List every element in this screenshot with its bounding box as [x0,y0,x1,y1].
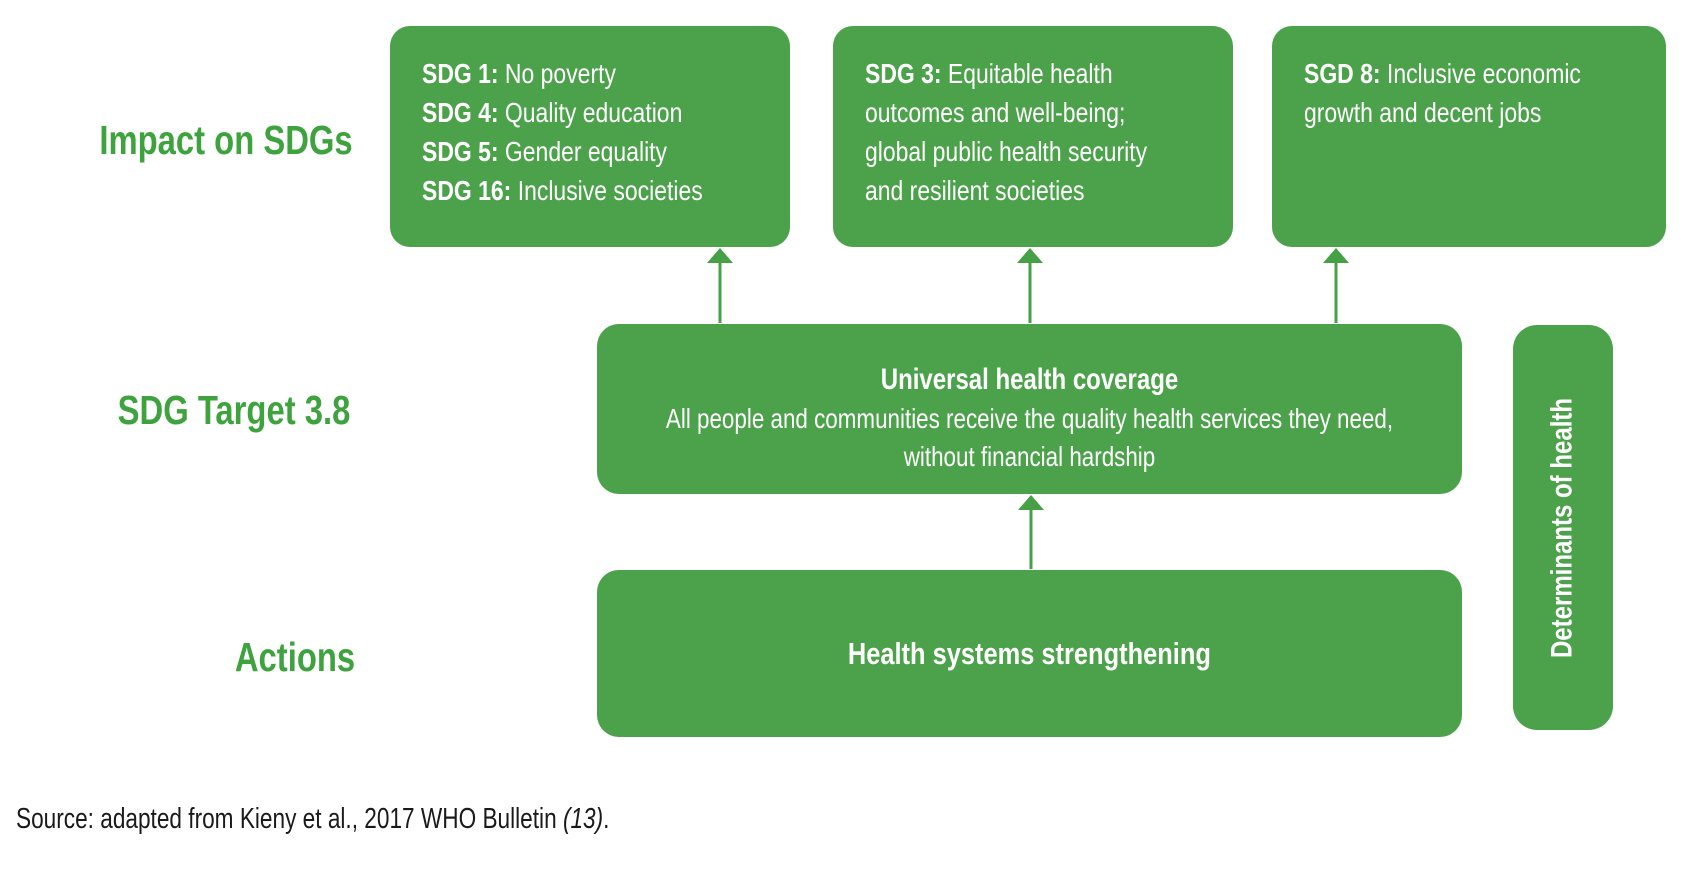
impact-box-sdg-3: SDG 3: Equitable health outcomes and wel… [833,26,1233,247]
impact-box-text: SDG 3: Equitable health outcomes and wel… [865,54,1148,210]
sdg-line-text: Quality education [498,97,683,128]
arrowhead [1323,248,1349,263]
sdg-line-text: outcomes and well-being; [865,97,1126,128]
arrowhead [707,248,733,263]
sdg-line-label: SDG 3: [865,58,942,89]
row-label-sdg-target-3-8: SDG Target 3.8 [117,387,351,433]
sdg-line: global public health security [865,132,1148,171]
sdg-line-label: SDG 5: [422,136,499,167]
hss-title: Health systems strengthening [847,635,1212,671]
sdg-line: SDG 5: Gender equality [422,132,701,171]
health-systems-strengthening-box: Health systems strengthening [597,570,1462,737]
determinants-title: Determinants of health [1546,397,1579,658]
impact-box-text: SGD 8: Inclusive economic growth and dec… [1304,54,1581,132]
sdg-line: SDG 1: No poverty [422,54,701,93]
sdg-line-text: Gender equality [498,136,668,167]
sdg-line-text: global public health security [865,136,1148,167]
impact-box-text: SDG 1: No poverty SDG 4: Quality educati… [422,54,703,210]
source-period: . [603,803,610,835]
sdg-line: growth and decent jobs [1304,93,1578,132]
sdg-line: SDG 3: Equitable health [865,54,1144,93]
uhc-box-text: Universal health coverage All people and… [666,360,1393,476]
arrow-up-icon [1016,495,1046,569]
arrowhead [1017,248,1043,263]
row-label-actions: Actions [234,634,356,680]
arrow-up-icon [1015,248,1045,323]
source-ref-number: (13) [562,803,604,835]
impact-box-sdg-1-4-5-16: SDG 1: No poverty SDG 4: Quality educati… [390,26,790,247]
sdg-line: outcomes and well-being; [865,93,1144,132]
sdg-line-text: No poverty [498,58,616,89]
sdg-line-text: growth and decent jobs [1304,97,1542,128]
arrow-up-icon [1321,248,1351,323]
sdg-line-text: Inclusive societies [511,175,703,206]
sdg-line-label: SDG 4: [422,97,499,128]
sdg-line: SDG 4: Quality education [422,93,701,132]
sdg-line-label: SGD 8: [1304,58,1381,89]
sdg-line-label: SDG 1: [422,58,499,89]
universal-health-coverage-box: Universal health coverage All people and… [597,324,1462,494]
source-citation: Source: adapted from Kieny et al., 2017 … [16,800,609,838]
arrow-up-icon [705,248,735,323]
arrow-stem [1029,508,1033,569]
sdg-line: and resilient societies [865,171,1144,210]
row-label-impact-on-sdgs: Impact on SDGs [99,117,353,163]
impact-box-sgd-8: SGD 8: Inclusive economic growth and dec… [1272,26,1666,247]
sdg-line-text: Inclusive economic [1380,58,1581,89]
determinants-of-health-box: Determinants of health [1513,325,1613,730]
uhc-title: Universal health coverage [880,363,1179,396]
sdg-line-label: SDG 16: [422,175,512,206]
sdg-line: SDG 16: Inclusive societies [422,171,703,210]
arrow-stem [718,261,722,323]
sdg-line-text: Equitable health [941,58,1113,89]
sdg-line-text: and resilient societies [865,175,1085,206]
sdg-line: SGD 8: Inclusive economic [1304,54,1581,93]
uhc-body-line: All people and communities receive the q… [665,403,1394,434]
arrow-stem [1334,261,1338,323]
source-text: Source: adapted from Kieny et al., 2017 … [16,803,563,835]
arrowhead [1018,495,1044,510]
uhc-body-line: without financial hardship [903,441,1156,472]
arrow-stem [1028,261,1032,323]
